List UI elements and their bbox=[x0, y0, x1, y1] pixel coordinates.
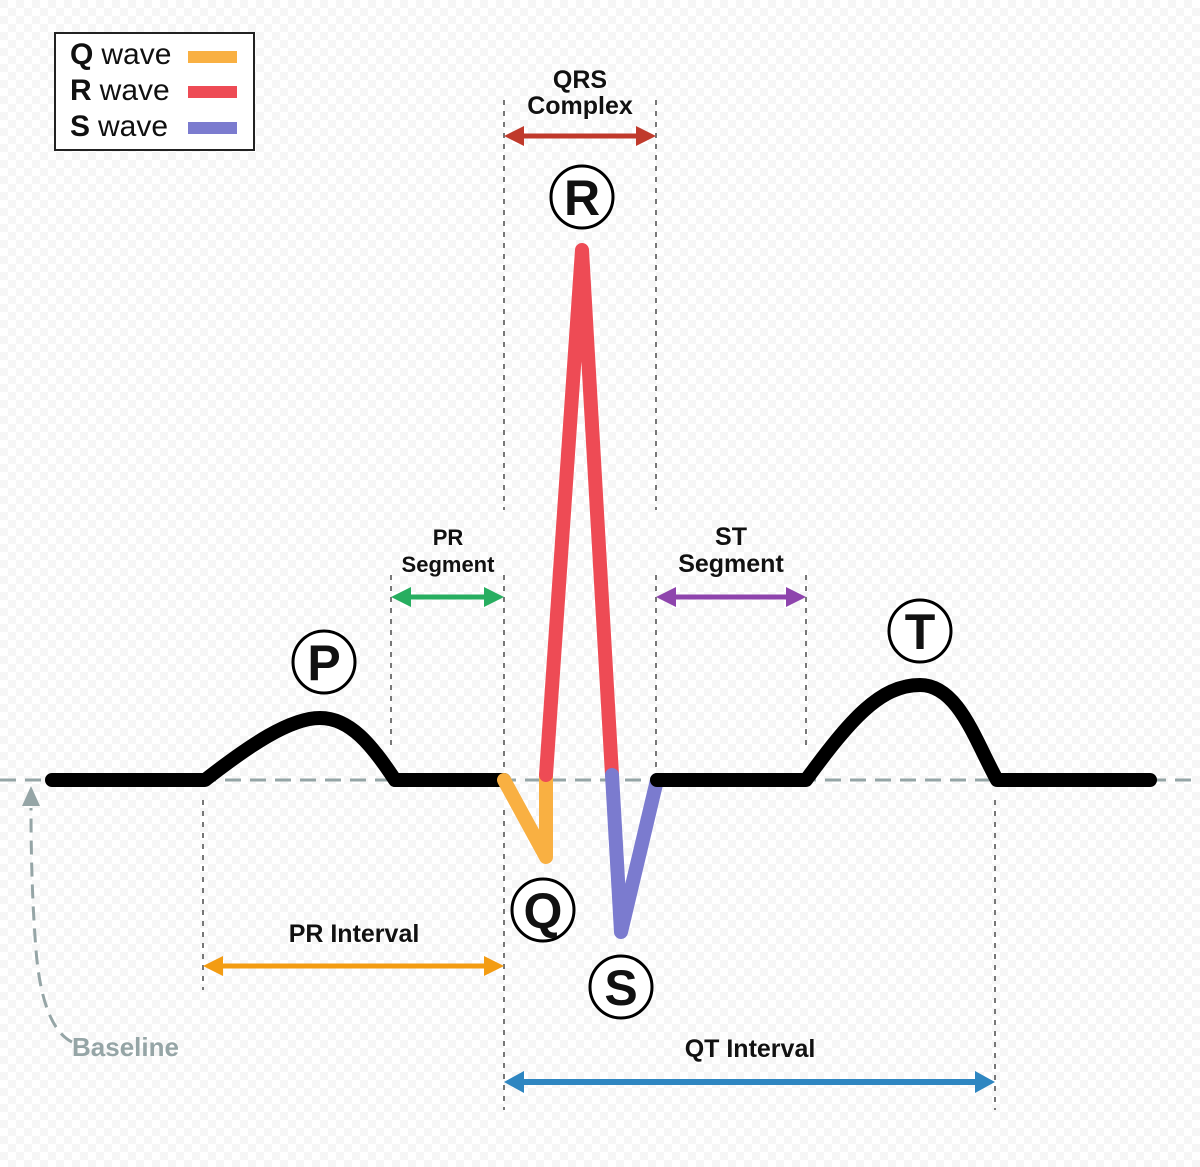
pr-interval-label: PR Interval bbox=[289, 920, 420, 948]
p-wave-marker: P bbox=[291, 629, 357, 695]
pr-segment-label-line1: PR bbox=[433, 525, 464, 550]
qrs-arrow-right-head bbox=[636, 126, 656, 146]
guide-lines bbox=[202, 100, 996, 1110]
p-marker-circle bbox=[291, 629, 357, 695]
legend-item-r-label: wave bbox=[99, 74, 170, 107]
baseline-callout-curve bbox=[29, 807, 73, 1044]
legend-item-q-swatch bbox=[188, 51, 237, 63]
pr-segment-arrow-left-head bbox=[391, 587, 411, 607]
qrs-label-line1: QRS bbox=[553, 66, 607, 94]
pr-segment-annotation: PR Segment bbox=[391, 525, 504, 607]
t-wave-trace bbox=[650, 678, 1157, 787]
pr-interval-annotation: PR Interval bbox=[203, 920, 504, 976]
r-wave-marker: R bbox=[549, 164, 615, 230]
s-marker-letter: S bbox=[604, 960, 637, 1016]
t-marker-letter: T bbox=[905, 604, 936, 660]
qt-interval-arrow-right-head bbox=[975, 1071, 995, 1093]
qt-interval-arrow-left-head bbox=[504, 1071, 524, 1093]
t-wave-marker: T bbox=[887, 598, 953, 664]
wave-markers: P R Q S T bbox=[291, 164, 953, 1020]
baseline-callout: Baseline bbox=[22, 786, 179, 1062]
p-wave-trace bbox=[45, 711, 511, 787]
p-marker-letter: P bbox=[307, 635, 340, 691]
s-marker-circle bbox=[588, 954, 654, 1020]
r-marker-circle bbox=[549, 164, 615, 230]
legend-item-q-key: Q bbox=[70, 38, 93, 71]
r-wave-trace bbox=[539, 243, 619, 782]
q-marker-circle bbox=[510, 877, 576, 943]
legend-item-r-key: R bbox=[70, 74, 92, 107]
q-marker-letter: Q bbox=[524, 883, 563, 939]
legend-item-r-swatch bbox=[188, 86, 237, 98]
st-segment-arrow-right-head bbox=[786, 587, 806, 607]
baseline-label: Baseline bbox=[72, 1032, 179, 1062]
r-marker-letter: R bbox=[564, 170, 600, 226]
q-wave-marker: Q bbox=[510, 877, 576, 943]
qrs-label-line2: Complex bbox=[527, 92, 633, 120]
legend-item-s-key: S bbox=[70, 110, 90, 143]
st-segment-label-line2: Segment bbox=[678, 550, 784, 578]
pr-interval-arrow-left-head bbox=[203, 956, 223, 976]
pr-segment-label-line2: Segment bbox=[402, 552, 496, 577]
legend-item-s-swatch bbox=[188, 122, 237, 134]
ecg-trace bbox=[45, 243, 1157, 939]
legend-item-q-label: wave bbox=[100, 38, 171, 71]
qt-interval-annotation: QT Interval bbox=[504, 1035, 995, 1093]
st-segment-arrow-left-head bbox=[656, 587, 676, 607]
legend-item-s-label: wave bbox=[97, 110, 168, 143]
qrs-complex-annotation: QRS Complex bbox=[504, 66, 656, 146]
st-segment-label-line1: ST bbox=[715, 523, 747, 551]
pr-segment-arrow-right-head bbox=[484, 587, 504, 607]
pr-interval-arrow-right-head bbox=[484, 956, 504, 976]
t-marker-circle bbox=[887, 598, 953, 664]
baseline-callout-arrowhead bbox=[22, 786, 40, 806]
q-wave-trace bbox=[497, 768, 553, 864]
st-segment-annotation: ST Segment bbox=[656, 523, 806, 607]
s-wave-trace bbox=[605, 768, 664, 939]
qrs-arrow-left-head bbox=[504, 126, 524, 146]
s-wave-marker: S bbox=[588, 954, 654, 1020]
qt-interval-label: QT Interval bbox=[685, 1035, 816, 1063]
